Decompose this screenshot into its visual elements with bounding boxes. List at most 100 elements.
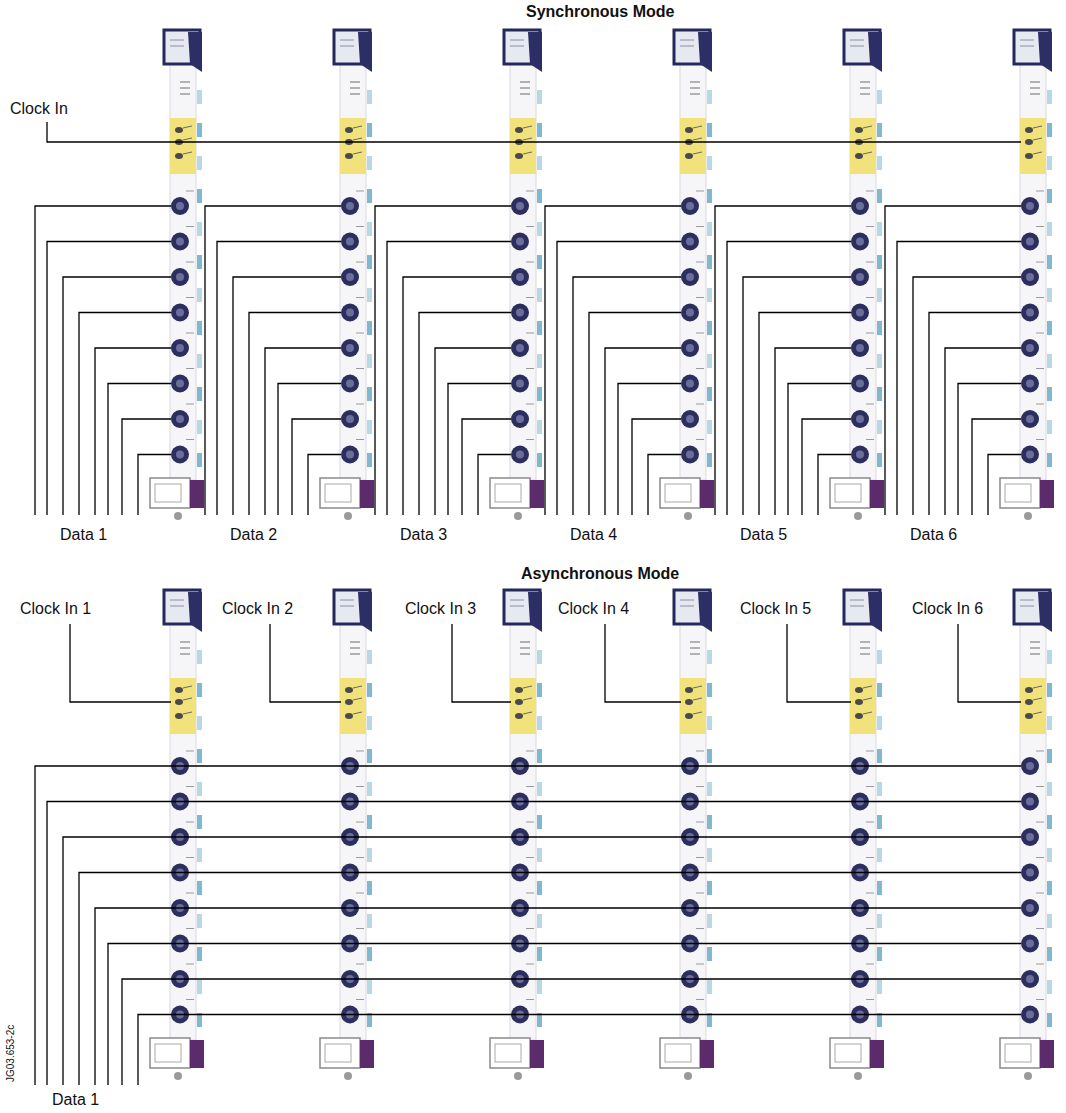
connector-print-mark: [526, 333, 534, 334]
module-bottom-tab: [700, 1040, 714, 1068]
module-screw: [854, 512, 862, 520]
data-connector: [681, 268, 699, 286]
module-edge-mark: [197, 255, 202, 269]
module-edge-mark: [537, 453, 542, 467]
module-edge-mark: [537, 222, 542, 236]
connector-print-mark: [866, 857, 874, 858]
signal-wire: [249, 313, 341, 516]
signal-wire: [988, 455, 1021, 516]
module-edge-mark: [537, 848, 542, 862]
data-connector: [1021, 970, 1039, 988]
signal-wire: [958, 624, 1021, 702]
connector-print-mark: [356, 191, 364, 192]
data-connector-core: [856, 202, 864, 210]
module-handle-mark: [1020, 40, 1034, 41]
module-bottom-tab: [870, 1040, 884, 1068]
module-edge-mark: [877, 90, 882, 104]
module-edge-mark: [707, 683, 712, 697]
data-connector: [171, 233, 189, 251]
module-edge-mark: [877, 189, 882, 203]
module-edge-mark: [707, 90, 712, 104]
signal-wire: [122, 979, 1021, 1085]
module-edge-mark: [537, 815, 542, 829]
module-bottom-box: [320, 478, 360, 508]
connector-print-mark: [356, 297, 364, 298]
clock-jack-mark: [183, 686, 192, 688]
data-connector: [851, 233, 869, 251]
module-edge-mark: [877, 980, 882, 994]
module-print-mark: [350, 81, 360, 83]
module-strip: [340, 624, 366, 1040]
module-edge-mark: [197, 683, 202, 697]
signal-wire: [108, 384, 171, 516]
data-connector-core: [1026, 380, 1034, 388]
clock-jack-mark: [183, 712, 192, 714]
connector-print-mark: [1036, 191, 1044, 192]
signal-wire: [897, 242, 1021, 516]
module-print-mark: [860, 647, 870, 649]
module-edge-mark: [707, 650, 712, 664]
module-edge-mark: [367, 156, 372, 170]
connector-print-mark: [696, 999, 704, 1000]
data-connector-core: [346, 415, 354, 423]
module-screw: [684, 1072, 692, 1080]
module-handle-shade: [868, 592, 882, 632]
module-bottom-inner: [1005, 484, 1031, 502]
module-print-mark: [690, 653, 700, 655]
clock-jack: [515, 687, 523, 693]
connector-print-mark: [186, 439, 194, 440]
clock-jack: [175, 153, 183, 159]
connector-print-mark: [356, 822, 364, 823]
clock-panel: [680, 118, 706, 174]
connector-print-mark: [1036, 928, 1044, 929]
module-handle-mark: [510, 606, 524, 607]
module-edge-mark: [367, 815, 372, 829]
module-edge-mark: [367, 650, 372, 664]
module-strip: [850, 624, 876, 1040]
module-edge-mark: [197, 914, 202, 928]
connector-print-mark: [1036, 404, 1044, 405]
module-handle-mark: [1020, 606, 1034, 607]
module-bottom-tab: [1040, 480, 1054, 508]
module-handle-mark: [170, 46, 184, 47]
data-connector-core: [856, 238, 864, 246]
connector-print-mark: [356, 999, 364, 1000]
module-edge-mark: [367, 881, 372, 895]
data-connector: [341, 446, 359, 464]
clock-label: Clock In 2: [222, 600, 293, 618]
connector-print-mark: [526, 439, 534, 440]
module-edge-mark: [707, 189, 712, 203]
clock-jack-mark: [523, 698, 532, 700]
module-print-mark: [860, 81, 870, 83]
clock-jack: [345, 127, 353, 133]
module-print-mark: [350, 647, 360, 649]
data-connector-core: [1026, 1011, 1034, 1019]
clock-panel: [170, 118, 196, 174]
module-edge-mark: [367, 749, 372, 763]
data-connector-core: [516, 380, 524, 388]
module-edge-mark: [707, 354, 712, 368]
data-connector-core: [176, 202, 184, 210]
clock-panel: [680, 678, 706, 734]
signal-wire: [448, 384, 511, 516]
module-print-mark: [860, 87, 870, 89]
connector-print-mark: [186, 226, 194, 227]
clock-jack-mark: [1033, 152, 1042, 154]
signal-wire: [958, 384, 1021, 516]
module-screw: [174, 1072, 182, 1080]
module-bottom-inner: [665, 1044, 691, 1062]
signal-wire: [35, 206, 171, 515]
connector-print-mark: [526, 857, 534, 858]
module-edge-mark: [877, 650, 882, 664]
data-connector-core: [1026, 869, 1034, 877]
data-connector-core: [856, 309, 864, 317]
module-edge-mark: [197, 189, 202, 203]
module-edge-mark: [537, 123, 542, 137]
clock-jack: [685, 699, 693, 705]
module-edge-mark: [1047, 189, 1052, 203]
data-label: Data 2: [230, 526, 277, 544]
clock-panel: [340, 118, 366, 174]
clock-jack-mark: [863, 152, 872, 154]
data-connector: [171, 268, 189, 286]
data-connector-core: [1026, 904, 1034, 912]
